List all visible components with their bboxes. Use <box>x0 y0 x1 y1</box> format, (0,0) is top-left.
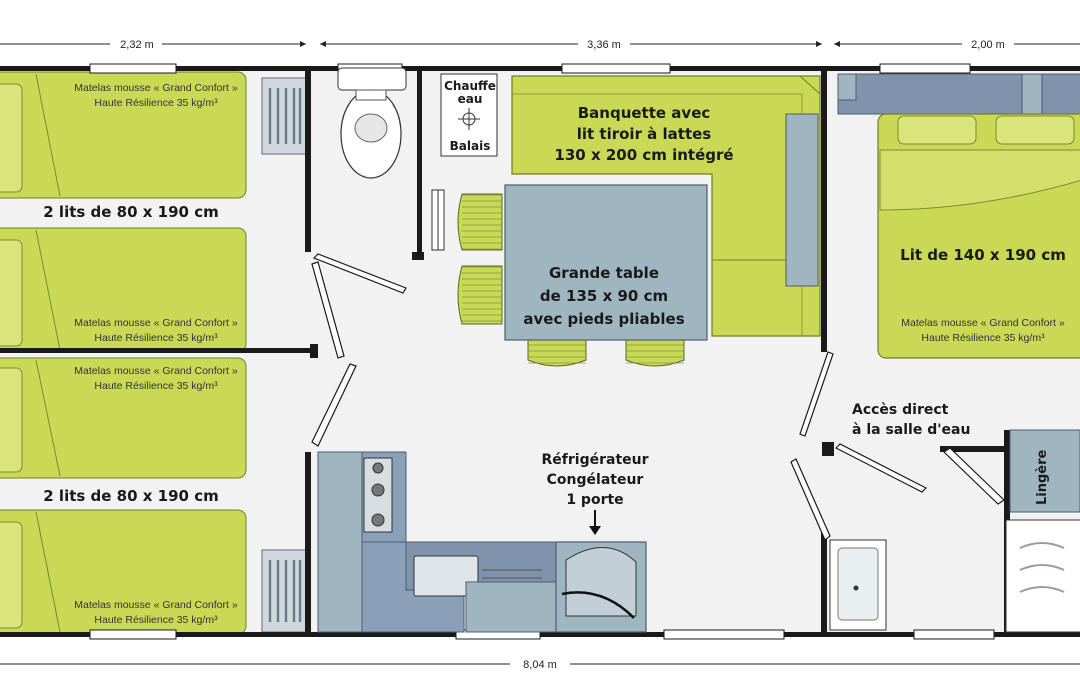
single-bed <box>0 509 247 635</box>
single-bed <box>0 227 247 353</box>
water-heater-label: eau <box>458 92 483 106</box>
dimension-left: 2,32 m <box>120 39 154 51</box>
fridge-label: Réfrigérateur <box>542 452 649 468</box>
bench-label: 130 x 200 cm intégré <box>554 146 733 164</box>
shelf <box>431 189 445 251</box>
bathroom-access-label: Accès direct <box>852 402 949 418</box>
mattress-note: Haute Résilience 35 kg/m³ <box>94 97 218 109</box>
bench-label: lit tiroir à lattes <box>577 125 712 143</box>
dining-table: Grande table de 135 x 90 cm avec pieds p… <box>504 184 708 341</box>
mattress-note: Matelas mousse « Grand Confort » <box>74 82 238 94</box>
dimension-total: 8,04 m <box>523 659 557 671</box>
dimension-middle: 3,36 m <box>587 39 621 51</box>
bench-bed: Banquette avec lit tiroir à lattes 130 x… <box>511 75 821 337</box>
wardrobe <box>261 77 307 155</box>
bedroom-upper-label: 2 lits de 80 x 190 cm <box>43 203 218 221</box>
kitchen <box>317 451 559 633</box>
fridge: Réfrigérateur Congélateur 1 porte <box>542 452 649 633</box>
single-bed <box>0 71 247 199</box>
wardrobe <box>261 549 307 633</box>
bottom-dimension-line: 8,04 m <box>0 656 1080 672</box>
water-heater-label: Chauffe <box>444 79 496 93</box>
fridge-label: 1 porte <box>566 492 623 508</box>
single-bed <box>0 357 247 479</box>
mattress-note: Haute Résilience 35 kg/m³ <box>94 380 218 392</box>
dimension-right: 2,00 m <box>971 39 1005 51</box>
water-heater: Chauffe eau Balais <box>440 73 498 157</box>
mattress-note: Haute Résilience 35 kg/m³ <box>94 614 218 626</box>
master-bedroom: Lit de 140 x 190 cm Matelas mousse « Gra… <box>837 73 1080 359</box>
broom-cupboard-label: Balais <box>450 139 491 153</box>
bathroom-access-label: à la salle d'eau <box>852 422 970 438</box>
mattress-note: Matelas mousse « Grand Confort » <box>74 365 238 377</box>
mattress-note: Matelas mousse « Grand Confort » <box>901 317 1065 329</box>
linen-label: Lingère <box>1035 449 1050 505</box>
master-bed-label: Lit de 140 x 190 cm <box>900 246 1066 264</box>
mattress-note: Matelas mousse « Grand Confort » <box>74 599 238 611</box>
mattress-note: Matelas mousse « Grand Confort » <box>74 317 238 329</box>
chair <box>457 193 503 251</box>
chair <box>457 265 503 325</box>
bathroom: Accès direct à la salle d'eau Lingère <box>829 402 1080 633</box>
bench-label: Banquette avec <box>578 104 711 122</box>
doors <box>311 253 1005 541</box>
toilet <box>337 67 407 179</box>
mattress-note: Haute Résilience 35 kg/m³ <box>94 332 218 344</box>
fridge-label: Congélateur <box>547 472 644 488</box>
top-dimension-line: 2,32 m 3,36 m 2,00 m <box>0 36 1080 52</box>
mattress-note: Haute Résilience 35 kg/m³ <box>921 332 1045 344</box>
left-bedrooms: Matelas mousse « Grand Confort » Haute R… <box>0 71 307 635</box>
table-label: Grande table <box>549 264 659 282</box>
bedroom-lower-label: 2 lits de 80 x 190 cm <box>43 487 218 505</box>
table-label: de 135 x 90 cm <box>540 287 668 305</box>
table-label: avec pieds pliables <box>523 310 684 328</box>
